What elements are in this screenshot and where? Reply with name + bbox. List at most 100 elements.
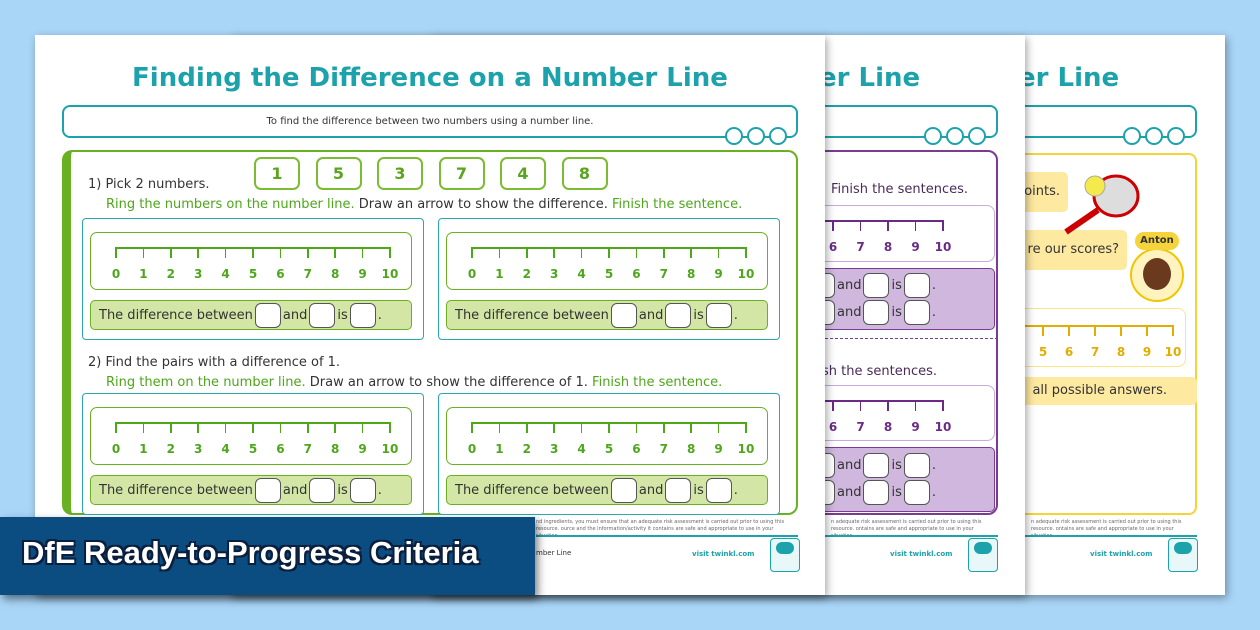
number-line-tick bbox=[635, 247, 638, 258]
twinkl-logo bbox=[770, 538, 800, 572]
bubble-text: oints. bbox=[1024, 184, 1060, 199]
number-line-label: 3 bbox=[550, 442, 559, 456]
answer-box[interactable] bbox=[254, 302, 281, 328]
number-line-tick bbox=[887, 400, 889, 411]
number-line-tick bbox=[1120, 325, 1122, 336]
footer-divider bbox=[1015, 535, 1197, 537]
answer-box[interactable] bbox=[863, 300, 890, 325]
answer-box[interactable] bbox=[863, 273, 890, 298]
number-line-tick bbox=[498, 422, 501, 433]
number-line-label: 2 bbox=[522, 267, 531, 281]
answer-box[interactable] bbox=[254, 477, 281, 503]
sentence-text: is bbox=[693, 482, 704, 498]
period: . bbox=[931, 458, 936, 473]
answer-box[interactable] bbox=[610, 477, 637, 503]
number-line-label: 9 bbox=[1142, 345, 1152, 359]
sentence-text: . bbox=[733, 482, 738, 498]
number-line-tick bbox=[307, 422, 309, 433]
number-line-tick bbox=[197, 422, 199, 433]
answer-box[interactable] bbox=[705, 302, 732, 328]
answer-box[interactable] bbox=[610, 302, 637, 328]
answer-box[interactable] bbox=[863, 480, 890, 505]
number-line-tick bbox=[279, 247, 282, 258]
instruction-dark: Draw an arrow to show the difference. bbox=[354, 197, 612, 212]
number-line-tick bbox=[553, 422, 555, 433]
number-line-label: 7 bbox=[1090, 345, 1100, 359]
answer-box[interactable] bbox=[903, 453, 930, 478]
sentence-text: The difference between bbox=[455, 482, 609, 498]
number-line-label: 6 bbox=[632, 442, 641, 456]
number-line-tick bbox=[1146, 325, 1148, 336]
number-card[interactable]: 8 bbox=[561, 157, 608, 190]
number-line-label: 1 bbox=[139, 267, 148, 281]
number-line-label: 7 bbox=[303, 267, 312, 281]
number-line-label: 10 bbox=[934, 420, 952, 434]
number-line-tick bbox=[745, 422, 747, 433]
answer-box[interactable] bbox=[309, 302, 336, 328]
visit-link[interactable]: visit twinkl.com bbox=[1090, 550, 1153, 558]
face-icon bbox=[1143, 258, 1171, 290]
word-and: and bbox=[837, 305, 862, 320]
number-line-label: 5 bbox=[1038, 345, 1048, 359]
answer-box[interactable] bbox=[863, 453, 890, 478]
word-and: and bbox=[837, 278, 862, 293]
worksheet-title: Finding the Difference on a Number Line bbox=[132, 63, 728, 93]
number-line-label: 2 bbox=[166, 267, 175, 281]
number-line-tick bbox=[914, 220, 917, 231]
answer-box[interactable] bbox=[349, 477, 376, 503]
instruction-green: Ring the numbers on the number line. bbox=[106, 197, 355, 212]
period: . bbox=[931, 485, 936, 500]
number-card[interactable]: 1 bbox=[254, 157, 300, 190]
answer-box[interactable] bbox=[349, 302, 376, 328]
number-line-label: 4 bbox=[221, 267, 230, 281]
answer-box[interactable] bbox=[309, 477, 336, 503]
number-line-label: 8 bbox=[883, 420, 893, 434]
sentence-text: and bbox=[282, 307, 308, 323]
circle-icon bbox=[946, 127, 964, 145]
number-line-label: 8 bbox=[1116, 345, 1126, 359]
answer-box[interactable] bbox=[903, 273, 930, 298]
number-line-label: 5 bbox=[248, 267, 258, 281]
number-card[interactable]: 7 bbox=[438, 157, 485, 190]
sentence-text: The difference between bbox=[455, 307, 609, 323]
visit-link[interactable]: visit twinkl.com bbox=[890, 550, 953, 558]
number-line-label: 6 bbox=[276, 267, 285, 281]
word-and: and bbox=[837, 485, 862, 500]
answer-box[interactable] bbox=[903, 300, 930, 325]
circle-icon bbox=[968, 127, 986, 145]
number-line-tick bbox=[224, 422, 227, 433]
number-card[interactable]: 4 bbox=[500, 157, 546, 190]
number-line-tick bbox=[717, 247, 720, 258]
bubble-text: re our scores? bbox=[1027, 242, 1119, 257]
number-line-tick bbox=[115, 247, 117, 258]
answer-box[interactable] bbox=[665, 477, 692, 503]
number-line-tick bbox=[553, 247, 555, 258]
dashed-divider bbox=[700, 338, 998, 339]
number-line-label: 5 bbox=[604, 267, 614, 281]
answer-box[interactable] bbox=[665, 302, 692, 328]
number-card[interactable]: 3 bbox=[377, 157, 423, 190]
number-line-tick bbox=[361, 247, 364, 258]
number-line-tick bbox=[498, 247, 501, 258]
number-line-axis bbox=[808, 400, 943, 402]
number-line-label: 4 bbox=[577, 267, 586, 281]
number-line-tick bbox=[690, 247, 692, 258]
number-line-label: 2 bbox=[522, 442, 531, 456]
answer-box[interactable] bbox=[903, 480, 930, 505]
number-line-tick bbox=[471, 247, 473, 258]
word-and: and bbox=[837, 458, 862, 473]
number-line-axis bbox=[1019, 325, 1173, 327]
visit-link[interactable]: visit twinkl.com bbox=[692, 550, 755, 558]
number-line-tick bbox=[471, 422, 473, 433]
number-line-label: 7 bbox=[659, 442, 668, 456]
number-line-label: 7 bbox=[303, 442, 312, 456]
number-line-label: 10 bbox=[381, 267, 399, 281]
number-line-label: 10 bbox=[381, 442, 399, 456]
number-card[interactable]: 5 bbox=[315, 157, 362, 190]
number-line-tick bbox=[142, 422, 145, 433]
answer-box[interactable] bbox=[705, 477, 732, 503]
